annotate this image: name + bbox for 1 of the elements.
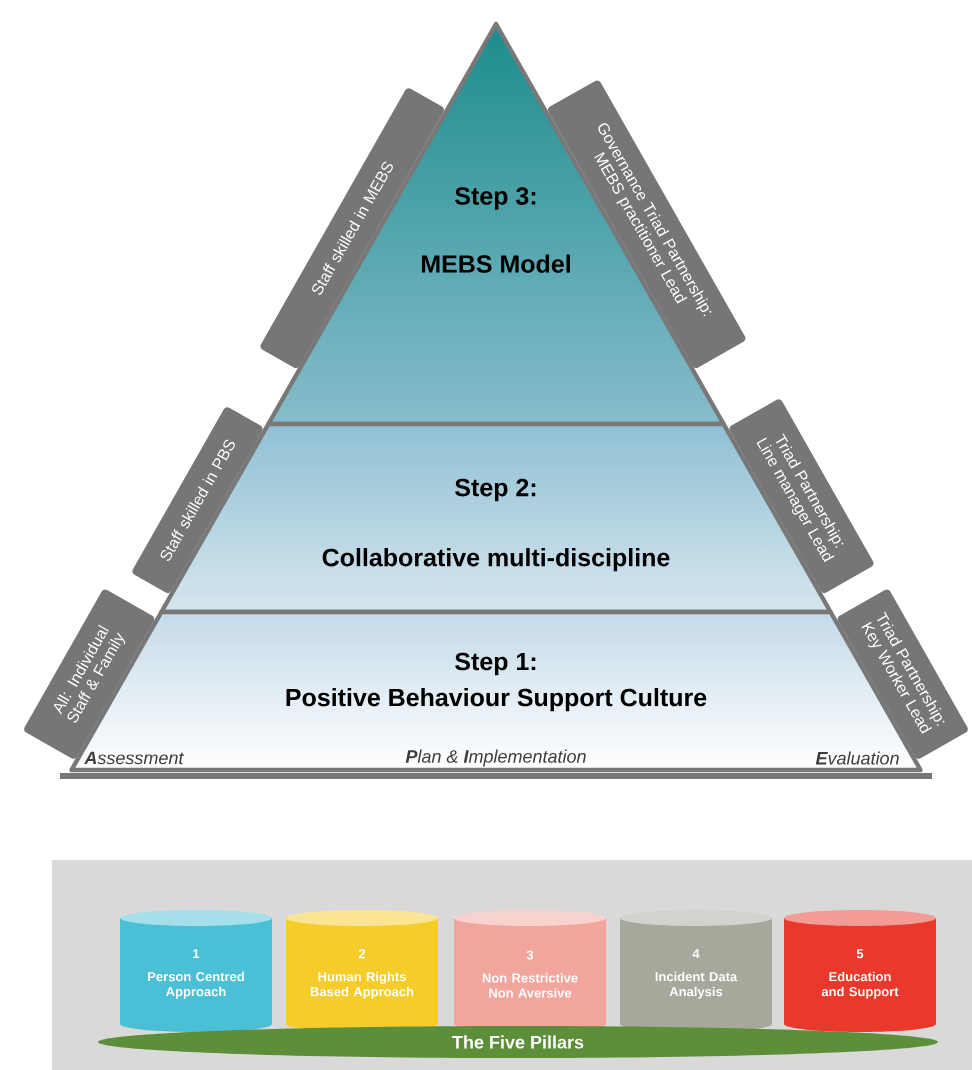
stage-label: Plan & Implementation — [405, 749, 586, 767]
